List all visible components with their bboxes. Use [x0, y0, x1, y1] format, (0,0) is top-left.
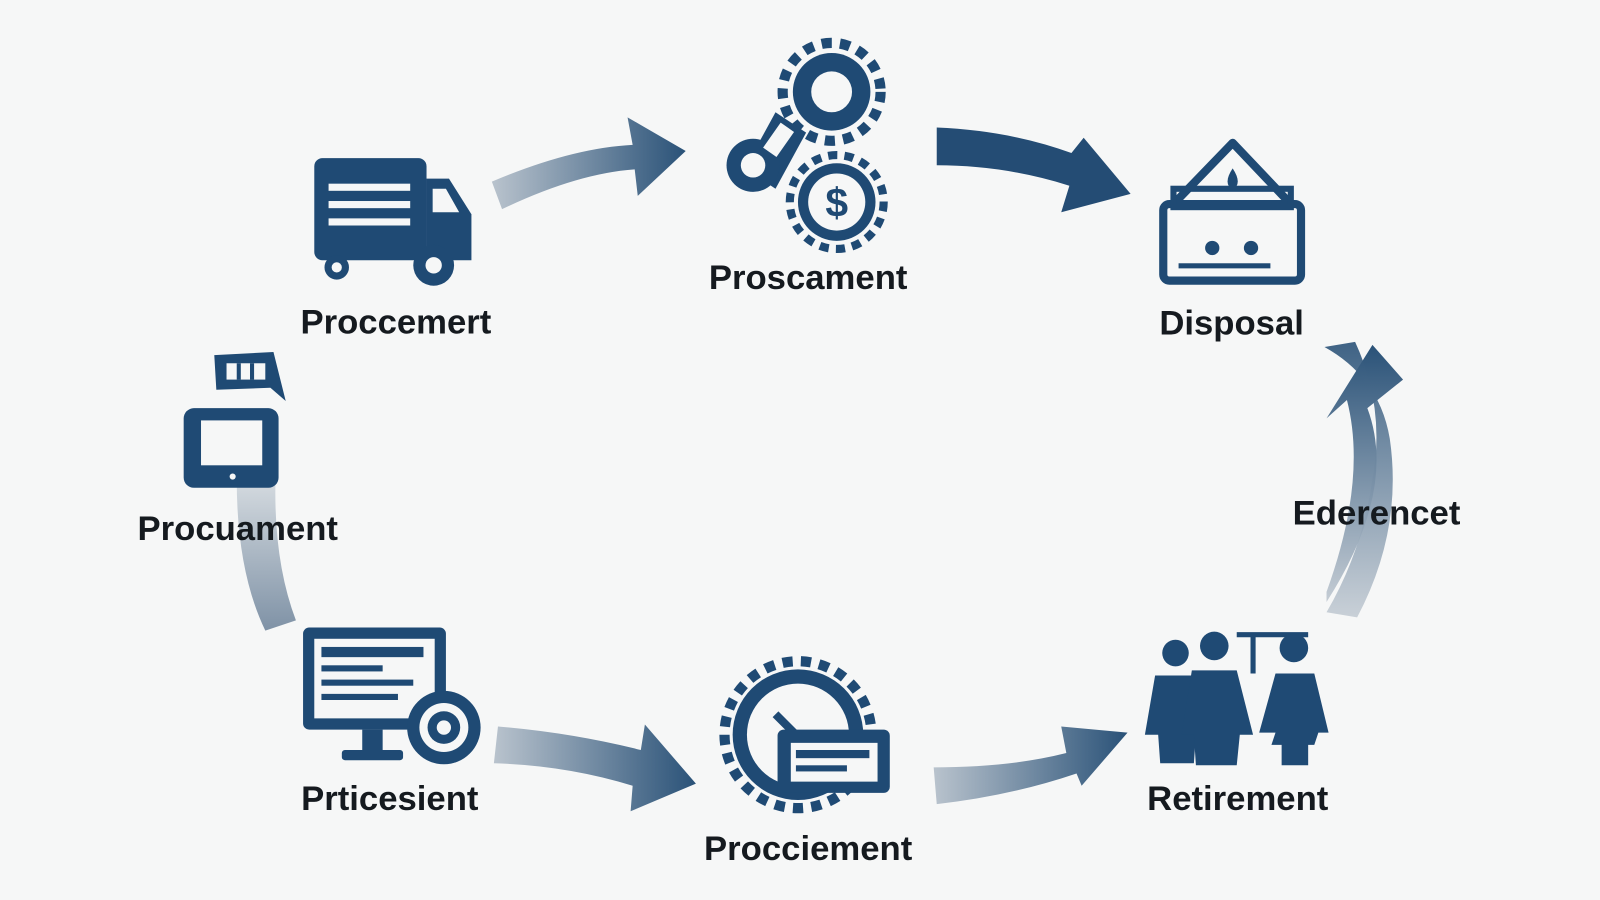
- arrow-bottom-right: [933, 726, 1128, 805]
- node-label-prticesient: Prticesient: [301, 780, 479, 818]
- people-icon: [1144, 631, 1329, 766]
- arrow-top-left: [491, 117, 686, 210]
- arrow-right-arc: [1324, 341, 1404, 618]
- delivery-truck-icon: [314, 158, 472, 286]
- arrow-left-arc: [236, 479, 296, 631]
- monitor-disc-icon: [303, 627, 481, 765]
- gear-card-icon: [719, 656, 890, 814]
- arrow-bottom-left: [493, 724, 696, 812]
- svg-text:$: $: [825, 179, 848, 225]
- disposal-box-icon: [1159, 138, 1306, 285]
- node-label-retirement: Retirement: [1147, 780, 1329, 818]
- arrow-top-right: [936, 127, 1131, 213]
- node-label-procciement: Procciement: [704, 830, 913, 868]
- node-label-procuament: Procuament: [138, 510, 339, 548]
- node-label-proccemert: Proccemert: [300, 304, 491, 342]
- node-label-proscament: Proscament: [709, 259, 908, 297]
- node-label-ederencet: Ederencet: [1293, 494, 1461, 532]
- tablet-chat-icon: [183, 352, 286, 488]
- node-label-disposal: Disposal: [1159, 305, 1304, 343]
- gear-wrench-dollar-icon: $: [726, 37, 888, 254]
